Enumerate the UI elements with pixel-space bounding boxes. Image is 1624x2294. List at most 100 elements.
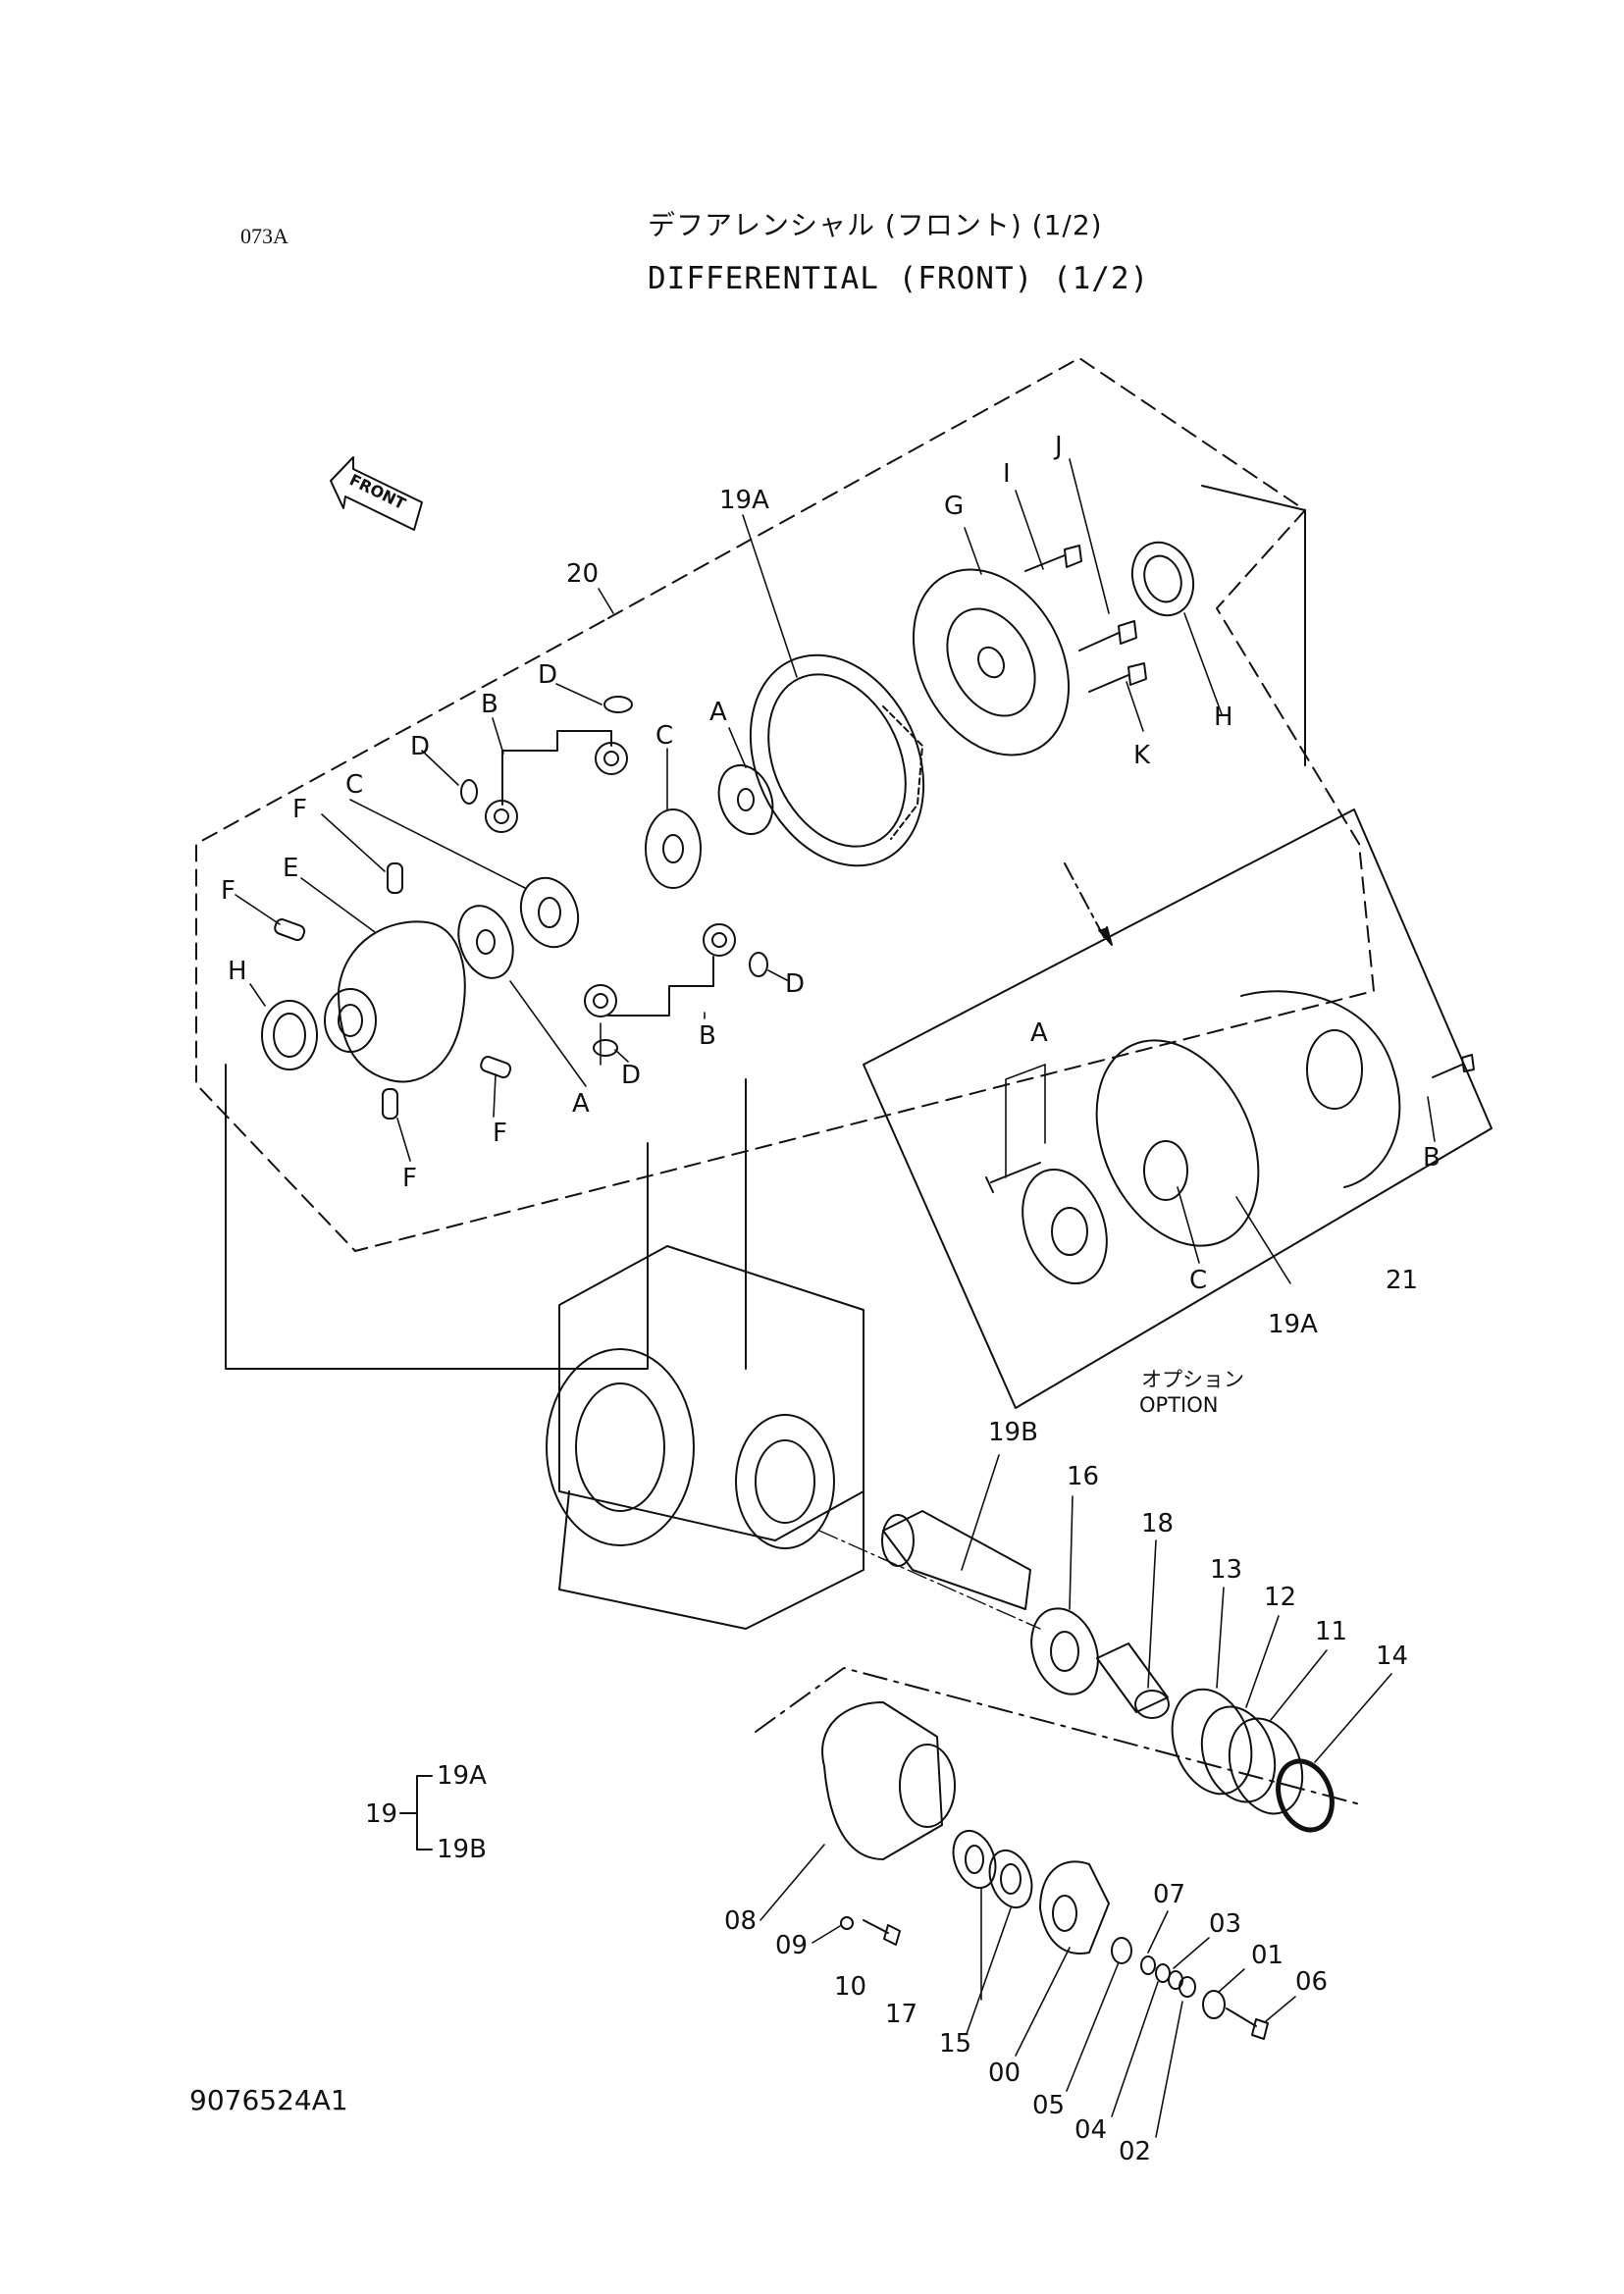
callout-b-1: B [481,690,498,719]
pinion-gear-b-3 [703,923,736,957]
callout-01: 01 [1251,1941,1284,1970]
shim-13 [1171,1688,1253,1796]
title-japanese: デフアレンシャル (フロント) (1/2) [648,209,1103,241]
callout-15: 15 [939,2029,972,2059]
seal-h-left [261,1000,318,1070]
callout-a-2: A [572,1089,590,1119]
thrust-washer-a-1 [717,764,774,835]
bolt-k [1088,662,1147,693]
callout-h-top: H [1214,703,1233,732]
washer-d-4 [593,1039,618,1057]
drawing-number: 9076524A1 [189,2084,348,2116]
option-link-arrow [1098,926,1113,946]
group-20-boundary [195,357,1375,1252]
callout-b-2: B [699,1021,716,1051]
callout-08: 08 [724,1906,758,1936]
pin-f-1 [387,862,403,894]
o-ring-14 [1276,1758,1335,1833]
callout-d-2: D [410,732,431,761]
callout-10: 10 [834,1972,867,2002]
bearing-16 [1030,1607,1099,1695]
pinion-centerline [818,1530,1041,1630]
axle-housing [546,1245,864,1630]
group-legend-parent: 19 [365,1799,398,1829]
callout-17: 17 [885,2000,918,2029]
callout-07: 07 [1153,1880,1186,1909]
callout-04: 04 [1074,2115,1108,2145]
callout-21: 21 [1386,1266,1419,1295]
option-assembly-21 [985,990,1475,1285]
diff-case-e [324,920,466,1083]
callout-06: 06 [1295,1967,1329,1997]
shim-12 [1200,1705,1277,1803]
leader-lines [235,458,1436,2138]
pinion-gear-b-2 [485,800,518,833]
option-dash-link [1064,862,1105,938]
thrust-washer-a-2 [457,905,514,979]
callout-f-2: F [221,876,236,906]
callout-g: G [944,492,965,521]
pinion-shaft-19b [881,1510,1031,1610]
callout-d-1: D [538,660,558,690]
callout-f-4: F [402,1164,417,1193]
group-legend-bracket [399,1775,433,1851]
spacer-18 [1096,1642,1170,1719]
callout-16: 16 [1067,1462,1100,1491]
washer-09 [840,1916,854,1930]
callout-i: I [1003,459,1011,489]
callout-c-3: C [1189,1266,1208,1295]
callout-14: 14 [1376,1642,1409,1671]
group-legend-child-19a: 19A [437,1761,487,1791]
callout-12: 12 [1264,1583,1297,1612]
callout-a-1: A [709,698,727,727]
callout-f-3: F [493,1119,507,1148]
callout-h-left: H [228,957,247,986]
washer-02 [1179,1976,1196,1998]
washer-04 [1155,1963,1171,1983]
o-ring-05 [1111,1937,1132,1964]
side-gear-c-2 [519,876,580,949]
flange-00 [1039,1860,1110,1955]
bolt-10 [863,1919,901,1946]
callout-09: 09 [775,1931,809,1960]
seal-h-top [1130,541,1195,617]
callout-00: 00 [988,2059,1022,2088]
callout-b-3: B [1423,1143,1441,1173]
callout-13: 13 [1210,1555,1243,1585]
callout-d-4: D [621,1061,642,1090]
callout-c-1: C [655,721,674,751]
callout-a-3: A [1030,1018,1048,1048]
b-bracket-top [501,730,612,806]
flange-g [912,568,1071,756]
washer-d-2 [460,779,478,805]
group-21-boundary [863,808,1493,1409]
callout-f-1: F [292,795,307,824]
callout-11: 11 [1315,1617,1348,1646]
pinion-gear-b-4 [584,984,617,1017]
option-label-jp: オプション [1141,1368,1244,1391]
bolt-i [1024,545,1082,572]
callout-02: 02 [1119,2137,1152,2166]
callout-k: K [1133,741,1151,770]
bolt-06 [1226,2007,1269,2040]
bearing-17 [952,1829,997,1890]
callout-d-3: D [785,969,806,999]
b-bracket-bottom [607,956,714,1017]
shim-11 [1228,1717,1304,1815]
callout-20: 20 [566,559,600,589]
washer-01 [1202,1990,1226,2019]
washer-d-1 [603,696,633,713]
ring-gear-19a [749,653,925,867]
side-gear-c-1 [645,808,702,889]
washer-07 [1140,1955,1156,1975]
bolt-j [1078,620,1137,652]
group-20-solid-edge [1201,485,1306,766]
pin-f-2 [274,918,306,942]
retainer-08 [821,1701,956,1860]
callout-03: 03 [1209,1909,1242,1939]
callout-18: 18 [1141,1509,1175,1538]
front-arrow-label: FRONT [346,470,408,513]
callout-e: E [283,854,299,883]
